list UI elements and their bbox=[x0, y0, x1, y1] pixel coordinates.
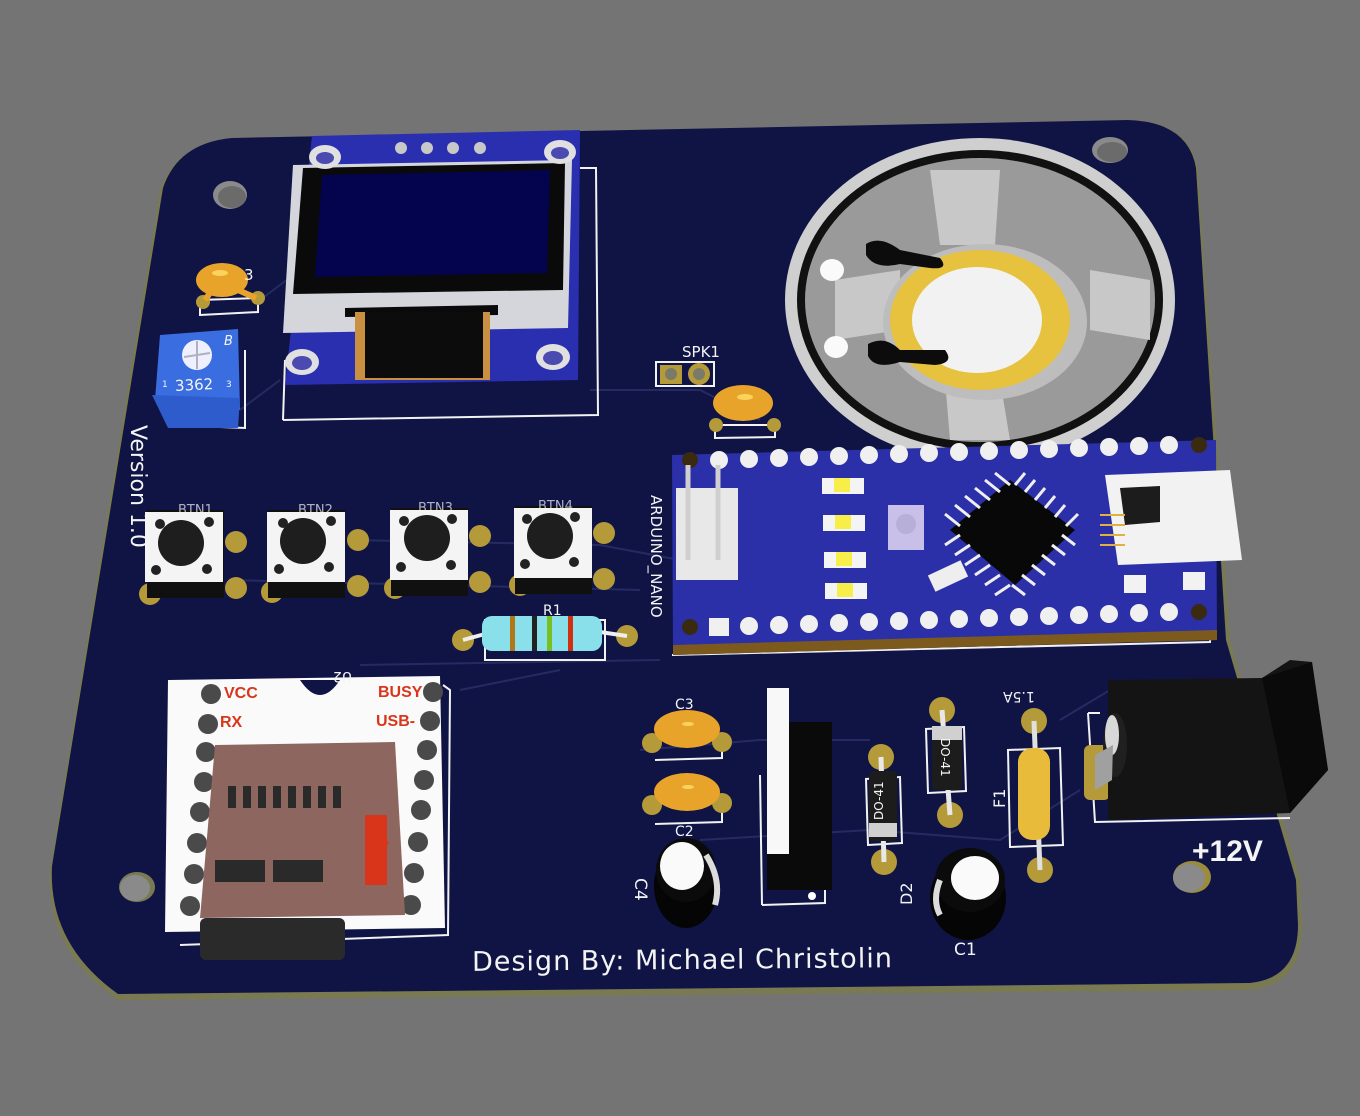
u2-sd-mark: 1 bbox=[367, 810, 390, 854]
version-label: Version 1.0 bbox=[125, 425, 150, 548]
resistor-r1 bbox=[452, 616, 638, 661]
d2-package-label: DO-41 bbox=[872, 781, 886, 820]
arduino-nano-module bbox=[671, 436, 1242, 656]
c4-label: C4 bbox=[630, 878, 650, 901]
u2-pin-rx: RX bbox=[220, 714, 243, 731]
fuse-f1 bbox=[1006, 708, 1065, 883]
trimpot-pin3: 3 bbox=[226, 380, 232, 390]
u2-label: U2 bbox=[333, 668, 353, 684]
ceramic-capacitor-c6 bbox=[709, 385, 781, 440]
trimmer-potentiometer bbox=[152, 329, 246, 430]
trimpot-corner-mark: B bbox=[224, 334, 233, 349]
tactile-buttons bbox=[139, 506, 615, 605]
speaker bbox=[785, 138, 1175, 462]
f1-label: F1 bbox=[990, 788, 1009, 808]
mounting-holes bbox=[119, 137, 1211, 902]
voltage-regulator bbox=[759, 688, 832, 906]
u2-pin-usb-minus: USB- bbox=[376, 713, 416, 730]
r1-label: R1 bbox=[543, 603, 562, 619]
btn3-label: BTN3 bbox=[418, 501, 453, 516]
designer-label: Design By: Michael Christolin bbox=[471, 943, 894, 978]
ceramic-capacitor-c3 bbox=[642, 710, 732, 761]
electrolytic-capacitor-c1 bbox=[930, 848, 1006, 940]
ceramic-capacitor-c5 bbox=[196, 263, 265, 317]
dc-power-jack bbox=[1084, 660, 1328, 824]
c1-label: C1 bbox=[954, 940, 977, 960]
oled-display bbox=[283, 130, 580, 385]
c5-suffix-label: 3 bbox=[244, 266, 254, 284]
c2-label: C2 bbox=[675, 824, 694, 840]
arduino-label: ARDUINO_NANO bbox=[647, 495, 665, 618]
d2-label: D2 bbox=[897, 882, 916, 906]
c3-label: C3 bbox=[675, 697, 694, 713]
trimpot-marking: 3362 bbox=[174, 375, 214, 395]
mp3-module-u2 bbox=[165, 676, 452, 960]
speaker-header-spk1 bbox=[655, 361, 715, 387]
electrolytic-capacitor-c4 bbox=[654, 838, 721, 928]
u2-pin-busy: BUSY bbox=[378, 684, 423, 701]
d1-package-label: DO-41 bbox=[938, 738, 952, 777]
btn1-label: BTN1 bbox=[178, 503, 213, 518]
diode-d2 bbox=[864, 744, 904, 875]
btn2-label: BTN2 bbox=[298, 503, 333, 518]
power-label: +12V bbox=[1192, 835, 1263, 868]
trimpot-pin1: 1 bbox=[162, 380, 168, 390]
f1-rating-label: 1.5A bbox=[1003, 688, 1035, 704]
spk1-label: SPK1 bbox=[682, 343, 720, 361]
u2-pin-vcc: VCC bbox=[224, 685, 258, 702]
ceramic-capacitor-c2 bbox=[642, 773, 732, 825]
diode-d1 bbox=[924, 697, 968, 828]
btn4-label: BTN4 bbox=[538, 499, 573, 514]
